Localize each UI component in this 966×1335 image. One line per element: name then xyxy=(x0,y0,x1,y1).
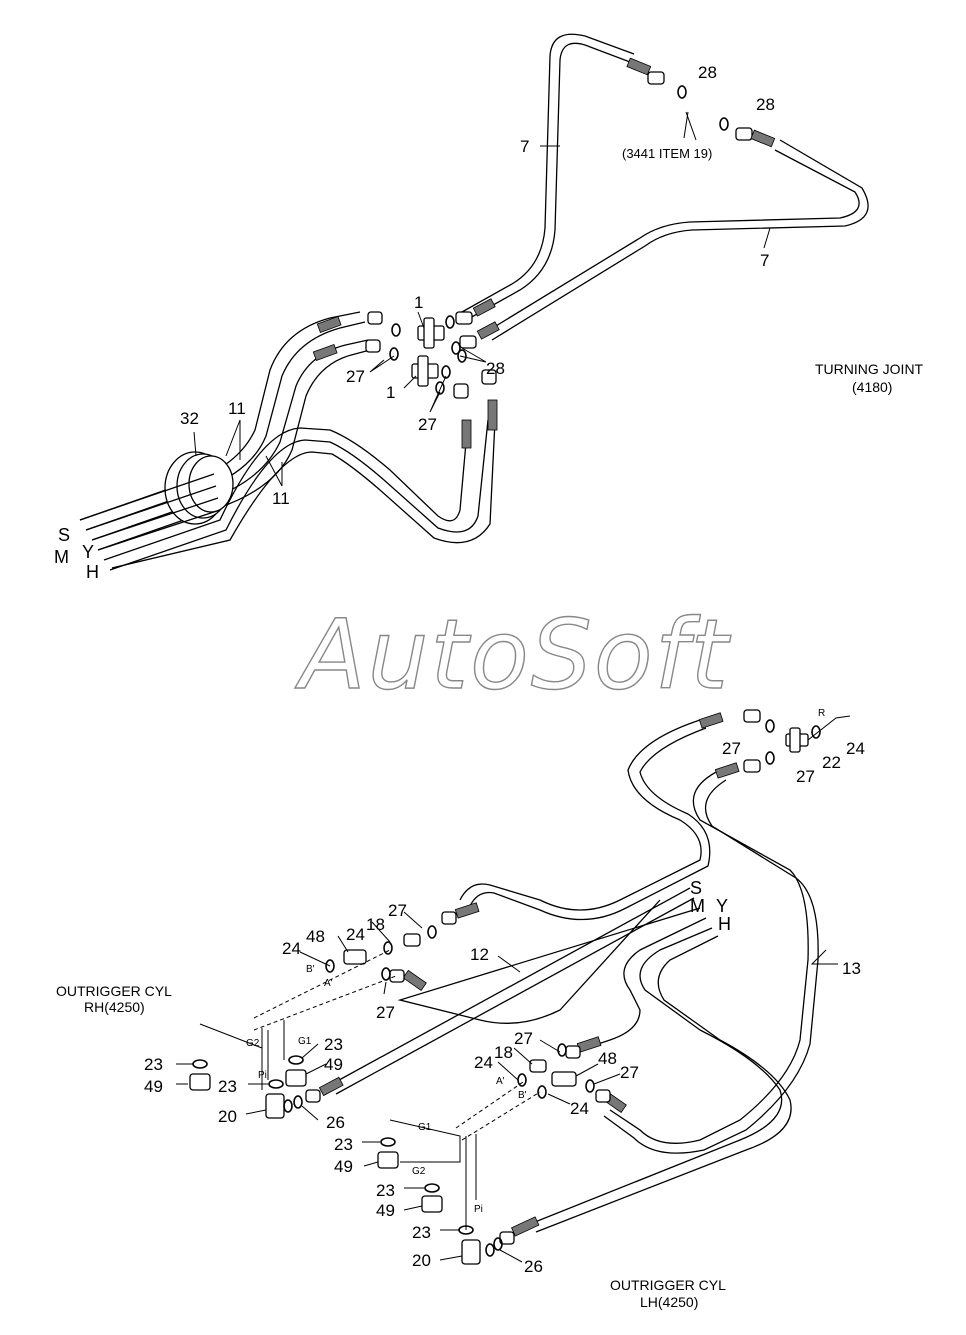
hose-fitting-group-top xyxy=(455,57,776,349)
tee-fitting-22 xyxy=(765,715,851,765)
callout-23: 23 xyxy=(218,1077,237,1096)
turning-joint-ref: (4180) xyxy=(852,379,892,395)
lh-cyl-label: OUTRIGGER CYL xyxy=(610,1277,726,1293)
callout-27: 27 xyxy=(418,415,437,434)
callout-12: 12 xyxy=(470,945,489,964)
callout-26: 26 xyxy=(326,1113,345,1132)
hose-id-y-top: Y xyxy=(82,542,94,562)
port-rh-pi: Pi xyxy=(258,1070,267,1081)
rh-valve-fittings xyxy=(189,925,437,1119)
callout-20: 20 xyxy=(218,1107,237,1126)
callout-1: 1 xyxy=(386,383,395,402)
tee-fittings-1 xyxy=(389,315,467,395)
callout-11: 11 xyxy=(228,399,246,418)
callout-24: 24 xyxy=(346,925,365,944)
item-ref-label: (3441 ITEM 19) xyxy=(622,146,712,161)
hose-clamp-32 xyxy=(79,451,234,551)
bottom-hose-fittings xyxy=(305,709,761,1245)
rh-cyl-label: OUTRIGGER CYL xyxy=(56,983,172,999)
hose-bundle-11 xyxy=(79,311,497,571)
callout-24: 24 xyxy=(570,1099,589,1118)
hose-id-m-top: M xyxy=(54,547,69,567)
callout-27: 27 xyxy=(722,739,741,758)
port-lh-a: A' xyxy=(496,1076,505,1087)
callout-27: 27 xyxy=(388,901,407,920)
callout-24: 24 xyxy=(846,739,865,758)
callout-7: 7 xyxy=(760,251,769,270)
hose-7-upper xyxy=(461,33,635,319)
callout-20: 20 xyxy=(412,1251,431,1270)
callout-49: 49 xyxy=(144,1077,163,1096)
hose-id-h-bottom: H xyxy=(718,914,731,934)
callout-28: 28 xyxy=(698,63,717,82)
notes: TURNING JOINT (4180) (3441 ITEM 19) OUTR… xyxy=(56,146,924,1310)
callout-23: 23 xyxy=(144,1055,163,1074)
callout-24: 24 xyxy=(282,939,301,958)
hose-id-h-top: H xyxy=(86,562,99,582)
hose-7-lower xyxy=(485,139,869,341)
callout-23: 23 xyxy=(334,1135,353,1154)
callout-28: 28 xyxy=(486,359,505,378)
hose-id-y-bottom: Y xyxy=(716,896,728,916)
callout-13: 13 xyxy=(842,959,861,978)
port-rh-b: B' xyxy=(306,964,315,975)
callout-7: 7 xyxy=(520,137,529,156)
hose-13 xyxy=(603,769,819,1154)
callout-22: 22 xyxy=(822,753,841,772)
callout-11: 11 xyxy=(272,489,290,508)
port-labels: R B' A' G2 G1 Pi A' B' G1 G2 Pi xyxy=(246,708,825,1215)
callout-27: 27 xyxy=(376,1003,395,1022)
callout-27: 27 xyxy=(346,367,365,386)
callout-27: 27 xyxy=(796,767,815,786)
lh-valve-fittings xyxy=(377,1043,595,1265)
callout-27: 27 xyxy=(620,1063,639,1082)
callout-27: 27 xyxy=(514,1029,533,1048)
hose-12-and-long-lines xyxy=(329,719,792,1233)
callout-1: 1 xyxy=(414,293,423,312)
port-lh-pi: Pi xyxy=(474,1204,483,1215)
callout-24: 24 xyxy=(474,1053,493,1072)
port-lh-b: B' xyxy=(518,1090,527,1101)
callout-49: 49 xyxy=(376,1201,395,1220)
callout-18: 18 xyxy=(366,915,385,934)
top-hose-end-fittings xyxy=(312,311,498,449)
callout-48: 48 xyxy=(306,927,325,946)
watermark: AutoSoft xyxy=(294,599,731,711)
hose-id-m-bottom: M xyxy=(690,896,705,916)
port-rh-a: A' xyxy=(324,978,333,989)
callout-49: 49 xyxy=(324,1055,343,1074)
turning-joint-label: TURNING JOINT xyxy=(815,361,924,377)
lh-cyl-ref: LH(4250) xyxy=(640,1294,698,1310)
rh-cyl-ref: RH(4250) xyxy=(84,999,145,1015)
hose-id-s-top: S xyxy=(58,525,70,545)
callout-18: 18 xyxy=(494,1043,513,1062)
hose-id-s-bottom: S xyxy=(690,878,702,898)
port-lh-g1: G1 xyxy=(418,1122,432,1133)
hose-identifiers: S M Y H S M Y H xyxy=(54,525,731,934)
callout-23: 23 xyxy=(324,1035,343,1054)
callout-23: 23 xyxy=(376,1181,395,1200)
callout-numbers: 28 28 7 7 1 1 27 27 28 32 11 11 27 22 24… xyxy=(144,63,865,1276)
port-rh-g1: G1 xyxy=(298,1036,312,1047)
port-rh-g2: G2 xyxy=(246,1038,260,1049)
callout-28: 28 xyxy=(756,95,775,114)
callout-49: 49 xyxy=(334,1157,353,1176)
callout-26: 26 xyxy=(524,1257,543,1276)
leader-lines-bottom xyxy=(176,911,838,1263)
leader-lines-top xyxy=(193,111,771,487)
callout-23: 23 xyxy=(412,1223,431,1242)
callout-48: 48 xyxy=(598,1049,617,1068)
port-lh-g2: G2 xyxy=(412,1166,426,1177)
callout-32: 32 xyxy=(180,409,199,428)
port-r: R xyxy=(818,708,825,719)
